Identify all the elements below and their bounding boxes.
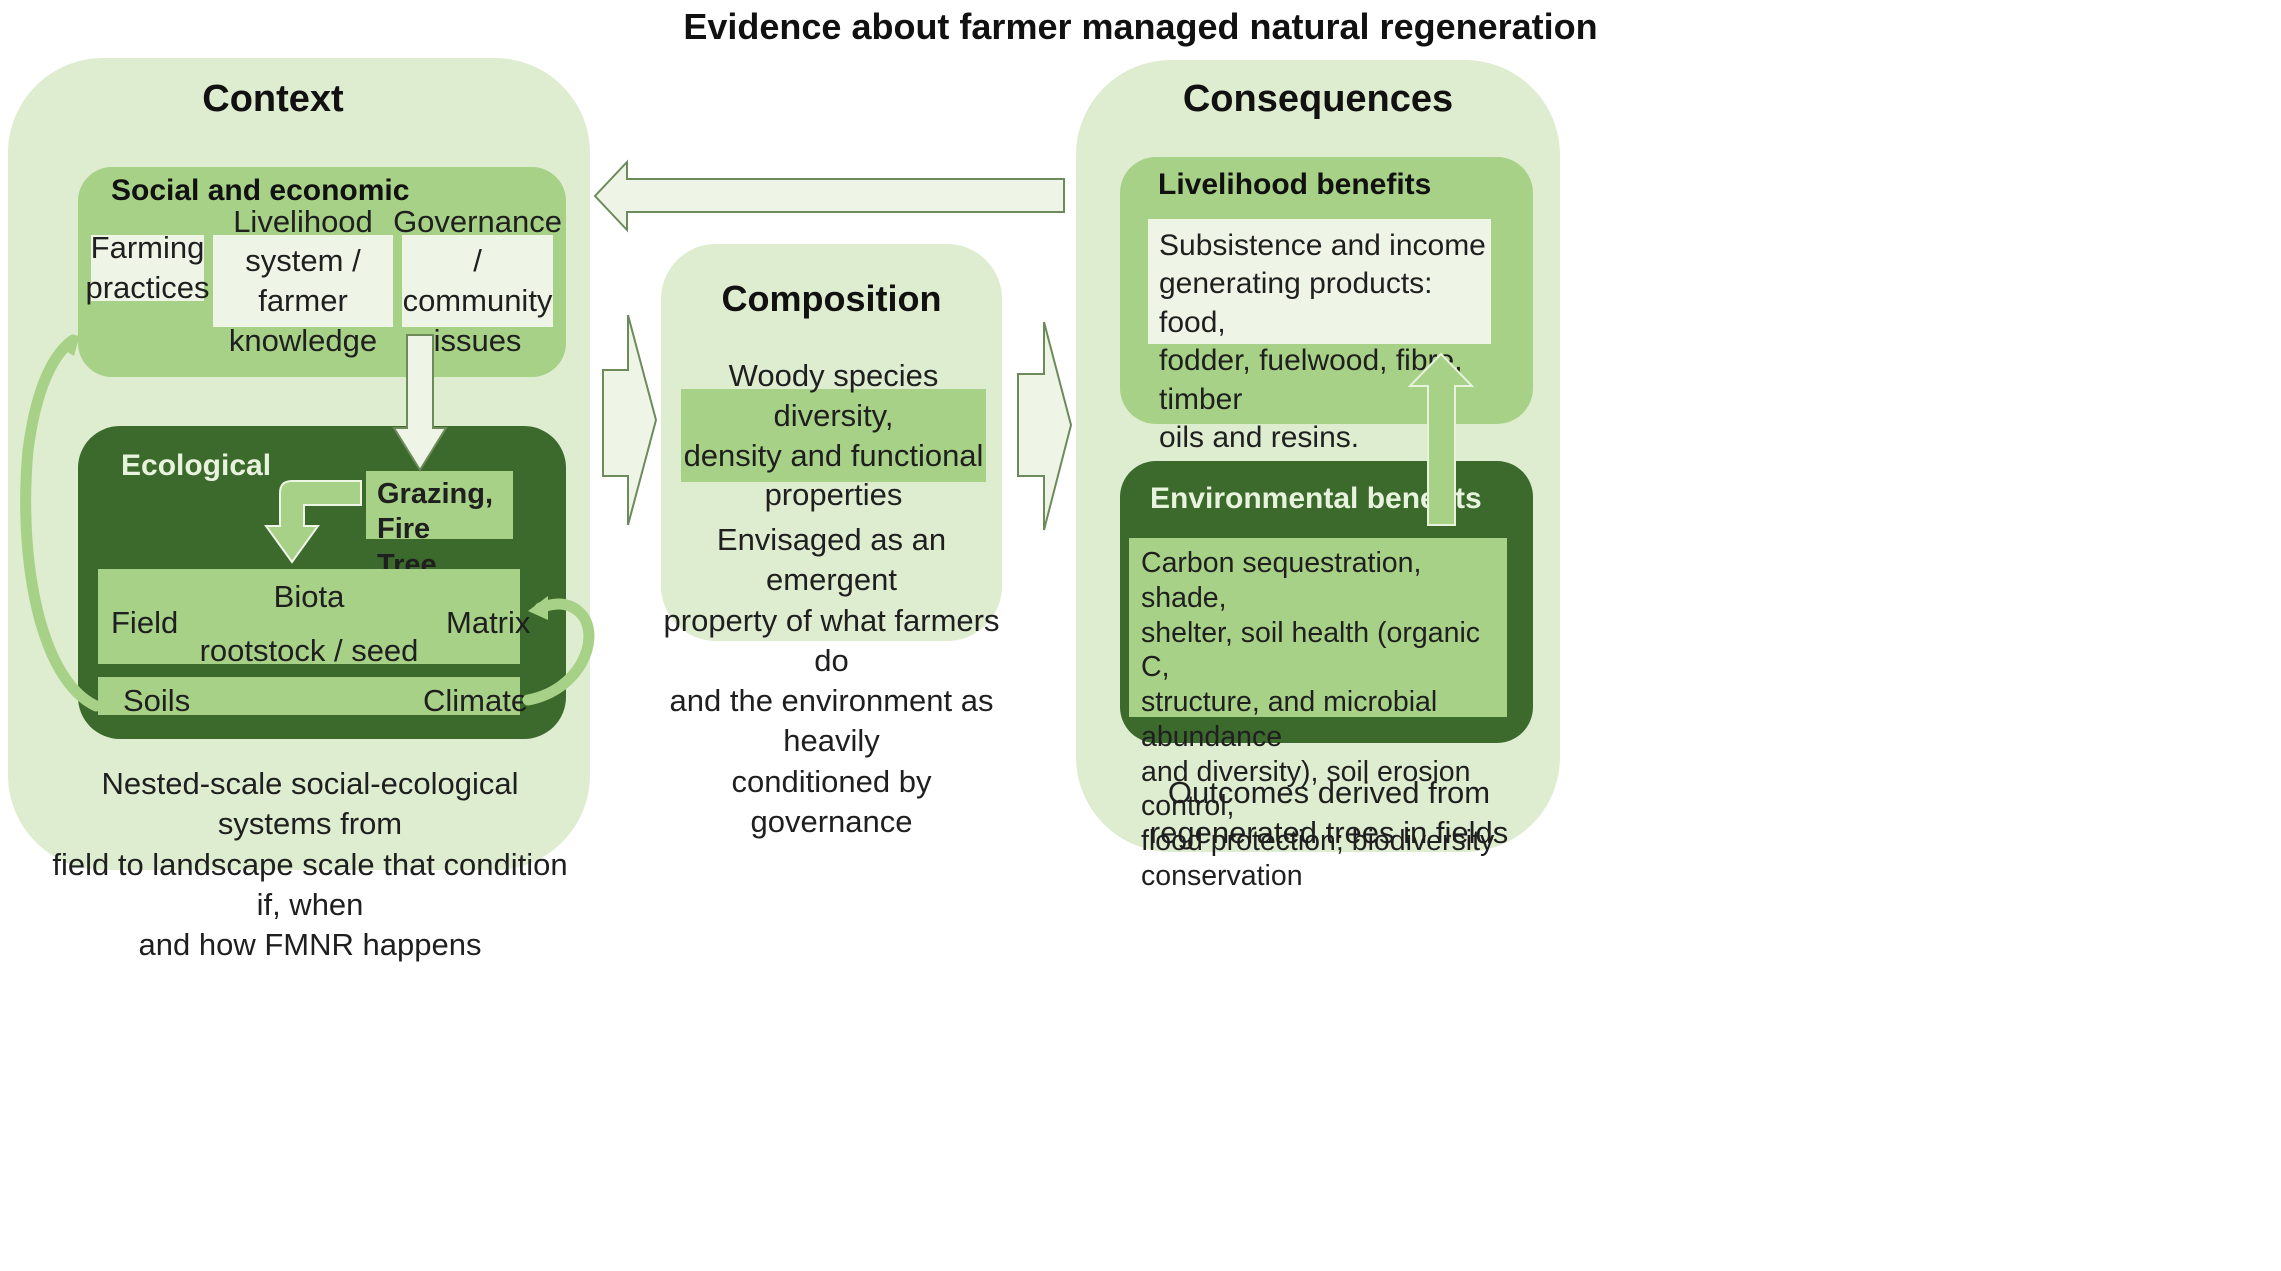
field-label: Field bbox=[111, 605, 179, 640]
matrix-label: Matrix bbox=[446, 605, 531, 640]
composition-caption: Envisaged as an emergent property of wha… bbox=[663, 522, 1000, 840]
soils-climate-box bbox=[98, 677, 520, 715]
context-to-composition-arrow bbox=[602, 314, 658, 526]
diagram-title: Evidence about farmer managed natural re… bbox=[683, 6, 1598, 47]
environmental-benefits-text: Carbon sequestration, shade, shelter, so… bbox=[1129, 538, 1507, 892]
composition-to-consequences-arrow bbox=[1017, 321, 1073, 531]
livelihood-benefits-label: Livelihood benefits bbox=[1158, 168, 1432, 201]
context-heading: Context bbox=[202, 78, 344, 120]
soils-label: Soils bbox=[123, 683, 191, 718]
consequences-caption: Outcomes derived from regenerated trees … bbox=[1149, 775, 1509, 851]
climate-to-matrix-curve bbox=[522, 598, 595, 706]
context-caption: Nested-scale social-ecological systems f… bbox=[52, 766, 568, 963]
ecological-label: Ecological bbox=[121, 449, 272, 482]
livelihood-benefits-text: Subsistence and income generating produc… bbox=[1148, 219, 1491, 454]
climate-to-matrix-arrowhead bbox=[528, 596, 548, 620]
rootstock-seed-label: rootstock / seed bbox=[199, 633, 419, 668]
composition-heading: Composition bbox=[721, 278, 942, 319]
ecological-to-social-arrowhead bbox=[58, 334, 80, 356]
social-to-ecological-arrow bbox=[392, 334, 448, 472]
consequences-heading: Consequences bbox=[1182, 78, 1454, 120]
biota-label: Biota bbox=[273, 579, 345, 614]
social-economic-label: Social and economic bbox=[111, 174, 410, 207]
biota-box bbox=[98, 569, 520, 664]
ecological-to-social-curve bbox=[20, 334, 102, 712]
environmental-to-livelihood-arrow bbox=[1407, 352, 1475, 526]
farming-practices-box: Farming practices bbox=[85, 230, 210, 305]
feedback-arrow bbox=[593, 159, 1065, 233]
environmental-benefits-label: Environmental benefits bbox=[1150, 482, 1482, 515]
climate-label: Climate bbox=[423, 683, 529, 718]
grazing-to-biota-arrow bbox=[264, 480, 362, 564]
